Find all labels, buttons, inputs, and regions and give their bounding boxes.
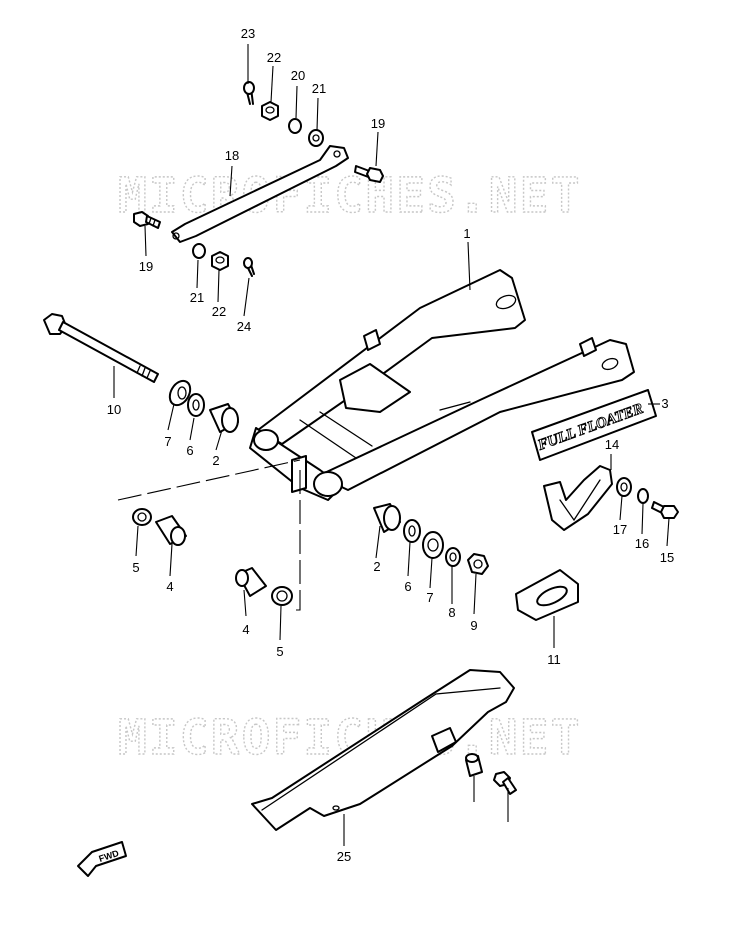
callout-10: 10 xyxy=(107,402,121,417)
torque-rod[interactable] xyxy=(171,145,349,243)
chain-buffer[interactable] xyxy=(515,569,579,621)
full-floater-decal[interactable]: FULL FLOATER xyxy=(531,389,657,461)
bolt-13[interactable] xyxy=(651,501,679,519)
callout-19-upper: 20 xyxy=(291,68,305,83)
leader-lines xyxy=(113,44,670,846)
bolt-24[interactable] xyxy=(493,771,517,795)
callout-6-left: 6 xyxy=(186,443,193,458)
callout-8: 8 xyxy=(448,605,455,620)
callout-22-lower: 24 xyxy=(237,319,251,334)
fwd-arrow-icon: FWD xyxy=(77,841,127,877)
washer-19-lower[interactable] xyxy=(192,243,206,259)
callout-4-left: 4 xyxy=(166,579,173,594)
callout-11: 11 xyxy=(547,652,561,667)
callout-6-right: 6 xyxy=(404,579,411,594)
washer-6-left[interactable] xyxy=(187,393,205,417)
washer-5-left[interactable] xyxy=(132,508,152,526)
washer-20[interactable] xyxy=(308,129,324,147)
callout-19-lower: 21 xyxy=(190,290,204,305)
washer-19-upper[interactable] xyxy=(288,118,302,134)
callout-21-upper: 22 xyxy=(267,50,281,65)
chain-case[interactable] xyxy=(251,669,515,831)
bushing-2-right[interactable] xyxy=(373,503,401,533)
collar-25[interactable] xyxy=(465,753,483,777)
callout-7-right: 7 xyxy=(426,590,433,605)
cotter-pin-upper[interactable] xyxy=(243,81,255,105)
bushing-4-left[interactable] xyxy=(155,515,187,546)
callout-5-lower: 5 xyxy=(276,644,283,659)
callout-13: 15 xyxy=(660,550,674,565)
callout-labels: 23 22 20 21 19 18 19 21 22 24 1 10 7 6 2… xyxy=(107,26,674,864)
bushing-4-lower[interactable] xyxy=(235,567,267,597)
nut-9[interactable] xyxy=(467,553,489,575)
callout-5-left: 5 xyxy=(132,560,139,575)
chain-guide-bracket[interactable] xyxy=(543,465,613,531)
callout-22-upper: 23 xyxy=(241,26,255,41)
callout-23: 25 xyxy=(337,849,351,864)
callout-15: 17 xyxy=(613,522,627,537)
callout-7-left: 7 xyxy=(164,434,171,449)
callout-3: 3 xyxy=(661,396,668,411)
pivot-bolt[interactable] xyxy=(43,313,159,383)
callout-17: 19 xyxy=(139,259,153,274)
watermark-top: MICROFICHES.NET xyxy=(118,168,581,224)
castle-nut-lower[interactable] xyxy=(211,251,229,271)
washer-15[interactable] xyxy=(616,477,632,497)
washer-7-right[interactable] xyxy=(422,531,444,559)
washer-6-right[interactable] xyxy=(403,519,421,543)
washer-5-lower[interactable] xyxy=(271,586,293,606)
washer-8[interactable] xyxy=(445,547,461,567)
callout-16: 18 xyxy=(225,148,239,163)
callout-9: 9 xyxy=(470,618,477,633)
castle-nut-upper[interactable] xyxy=(261,101,279,121)
bolt-17[interactable] xyxy=(133,211,161,229)
callout-2-left: 2 xyxy=(212,453,219,468)
callout-14: 16 xyxy=(635,536,649,551)
callout-1: 1 xyxy=(463,226,470,241)
callout-12: 14 xyxy=(605,437,619,452)
callout-21-lower: 22 xyxy=(212,304,226,319)
bushing-2-left[interactable] xyxy=(209,403,239,433)
swingarm[interactable] xyxy=(249,269,635,501)
callout-20: 21 xyxy=(312,81,326,96)
bolt-18[interactable] xyxy=(354,165,384,183)
cotter-pin-lower[interactable] xyxy=(243,257,255,277)
callout-2-right: 2 xyxy=(373,559,380,574)
callout-4-lower: 4 xyxy=(242,622,249,637)
washer-14[interactable] xyxy=(637,488,649,504)
callout-18: 19 xyxy=(371,116,385,131)
